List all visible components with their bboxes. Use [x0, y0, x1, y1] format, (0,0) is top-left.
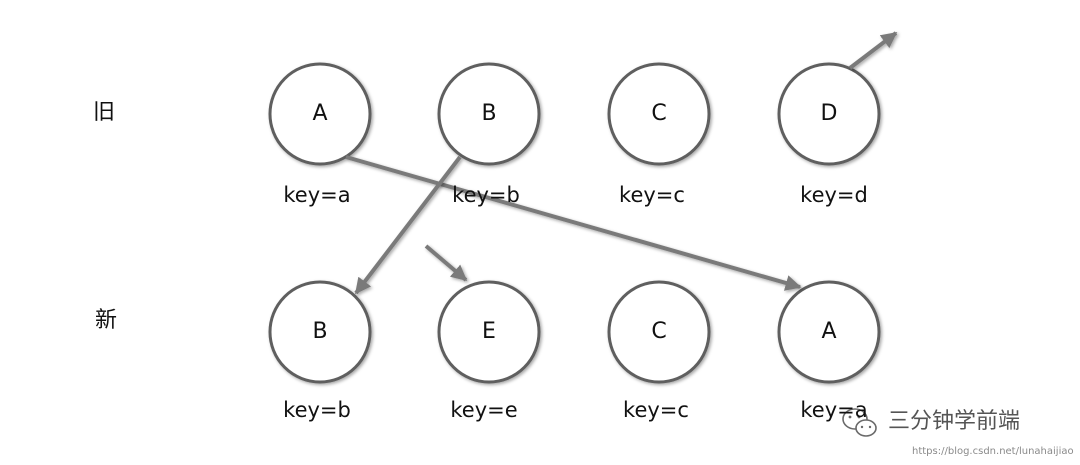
new-node-a-circle: [777, 280, 881, 384]
wechat-icon: [842, 408, 877, 437]
old-node-a-key: key=a: [283, 183, 351, 207]
new-node-b-letter: B: [312, 319, 328, 344]
arrow-b-to-new-b: [354, 155, 462, 295]
old-node-a-letter: A: [312, 101, 328, 126]
source-credit: https://blog.csdn.net/lunahaijiao: [912, 446, 1074, 457]
old-row-label: 旧: [93, 100, 116, 125]
arrow-d-removed: [848, 31, 898, 70]
new-node-a-key: key=a: [800, 398, 868, 422]
old-node-c-key: key=c: [619, 183, 685, 207]
new-node-c-key: key=c: [623, 398, 689, 422]
arrow-e-inserted: [424, 244, 468, 282]
old-node-d-circle: [777, 62, 881, 166]
new-node-a-letter: A: [821, 319, 837, 344]
old-node-b-letter: B: [481, 101, 497, 126]
old-node-c-circle: [607, 62, 711, 166]
old-node-c-letter: C: [651, 101, 667, 126]
new-node-b-circle: [268, 280, 372, 384]
new-node-e-circle: [437, 280, 541, 384]
old-node-b-circle: [437, 62, 541, 166]
new-node-c-letter: C: [651, 319, 667, 344]
old-node-d-key: key=d: [800, 183, 868, 207]
old-node-a-circle: [268, 62, 372, 166]
watermark-text: 三分钟学前端: [888, 409, 1021, 434]
new-node-b-key: key=b: [283, 398, 351, 422]
arrow-a-to-new-a: [345, 155, 802, 291]
old-node-d-letter: D: [820, 101, 838, 126]
new-row-label: 新: [95, 308, 118, 333]
new-node-e-letter: E: [482, 319, 496, 344]
new-node-e-key: key=e: [450, 398, 518, 422]
old-node-b-key: key=b: [452, 183, 520, 207]
